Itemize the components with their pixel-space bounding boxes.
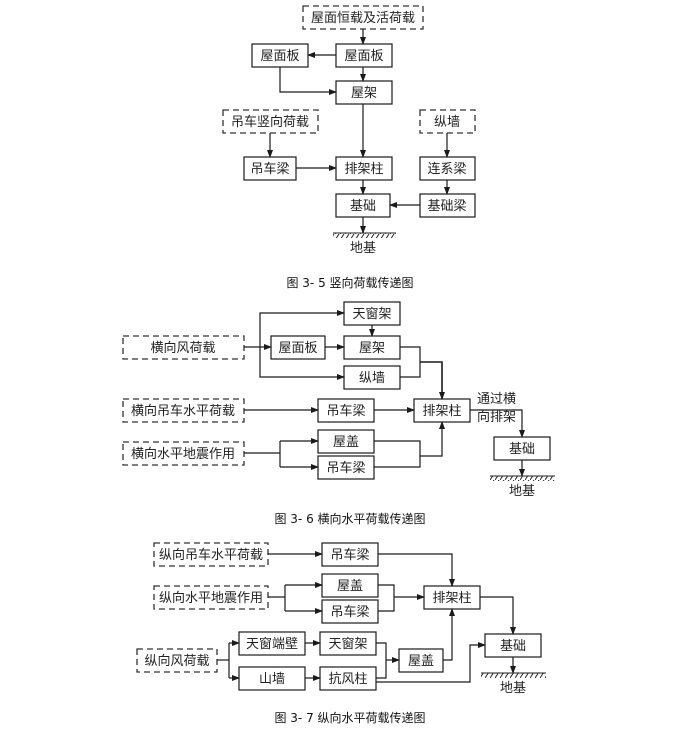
svg-text:屋面恒载及活荷载: 屋面恒载及活荷载 [311,11,415,26]
node-transverse-crane-load: 横向吊车水平荷载 [122,398,245,423]
node-roof-slab-left: 屋面板 [251,43,309,68]
svg-text:抗风柱: 抗风柱 [328,672,367,687]
subgrade-label: 地基 [350,241,376,256]
svg-text:基础: 基础 [509,442,535,457]
ground-symbol [333,232,396,238]
figure-caption: 图 3- 5 竖向荷载传递图 [286,275,413,290]
node-transverse-seismic: 横向水平地震作用 [122,441,245,466]
node-foundation: 基础 [484,633,542,658]
node-roof-slab: 屋面板 [335,43,393,68]
figure-transverse-horizontal-load: 横向风荷载 天窗架 屋面板 屋架 纵墙 横向吊车水平荷载 吊车梁 排架柱 [122,301,555,526]
connectors [217,551,516,683]
svg-text:纵向水平地震作用: 纵向水平地震作用 [159,590,263,606]
ground-symbol [490,475,555,481]
node-roof-truss: 屋架 [335,80,393,105]
node-bent-column: 排架柱 [335,156,393,181]
node-foundation: 基础 [335,193,391,218]
svg-text:排架柱: 排架柱 [422,404,461,419]
svg-text:屋盖: 屋盖 [337,579,363,594]
node-roof-cover-1: 屋盖 [321,573,379,598]
node-skylight-end-wall: 天窗端壁 [238,631,306,656]
node-skylight-frame: 天窗架 [319,631,377,656]
svg-text:吊车梁: 吊车梁 [250,161,289,177]
svg-text:纵向风荷载: 纵向风荷载 [144,653,209,669]
node-foundation-beam: 基础梁 [419,193,476,218]
svg-text:天窗架: 天窗架 [328,636,367,652]
svg-text:山墙: 山墙 [259,672,285,687]
node-crane-beam-2: 吊车梁 [321,599,379,624]
node-bent-column: 排架柱 [423,585,481,610]
node-foundation: 基础 [493,436,551,461]
svg-text:屋盖: 屋盖 [333,435,359,450]
node-longitudinal-wind: 纵向风荷载 [136,648,218,673]
svg-text:屋盖: 屋盖 [408,654,434,669]
svg-text:横向水平地震作用: 横向水平地震作用 [131,446,235,462]
svg-text:连系梁: 连系梁 [427,161,466,177]
svg-text:屋架: 屋架 [351,86,377,101]
node-crane-vertical-load: 吊车竖向荷载 [222,109,319,134]
connectors [267,29,450,234]
svg-text:吊车梁: 吊车梁 [326,403,365,419]
node-longitudinal-crane-load: 纵向吊车水平荷载 [153,542,269,567]
svg-text:纵向吊车水平荷载: 纵向吊车水平荷载 [159,547,263,563]
subgrade-label: 地基 [500,681,526,696]
node-tie-beam: 连系梁 [419,156,476,181]
node-crane-beam-1: 吊车梁 [321,542,379,567]
node-longitudinal-seismic: 纵向水平地震作用 [153,585,269,610]
svg-text:排架柱: 排架柱 [344,162,383,177]
svg-text:基础: 基础 [500,639,526,654]
figure-vertical-load: 屋面恒载及活荷载 屋面板 屋面板 屋架 吊车竖向荷载 纵墙 吊车梁 排架柱 [222,5,476,290]
node-bent-column: 排架柱 [413,398,471,423]
node-transverse-wind: 横向风荷载 [122,335,245,360]
node-roof-cover: 屋盖 [317,429,375,454]
svg-text:排架柱: 排架柱 [432,591,471,606]
figure-caption: 图 3- 7 纵向水平荷载传递图 [274,710,425,725]
svg-text:基础梁: 基础梁 [427,199,466,214]
node-crane-beam-1: 吊车梁 [317,398,375,423]
svg-text:基础: 基础 [350,199,376,214]
svg-text:屋面板: 屋面板 [278,341,317,356]
svg-text:纵墙: 纵墙 [434,115,460,130]
node-crane-beam: 吊车梁 [243,156,297,181]
svg-text:纵墙: 纵墙 [359,371,385,386]
svg-text:横向风荷载: 横向风荷载 [150,340,215,356]
svg-text:吊车梁: 吊车梁 [326,460,365,476]
subgrade-label: 地基 [509,484,535,499]
via-transverse-bent-label-2: 向排架 [477,409,516,425]
svg-text:天窗架: 天窗架 [352,306,391,322]
node-gable-wall: 山墙 [238,666,306,691]
figure-longitudinal-horizontal-load: 纵向吊车水平荷载 吊车梁 纵向水平地震作用 屋盖 吊车梁 排架柱 纵向风荷载 [136,542,546,725]
connectors [244,310,525,477]
node-roof-cover-2: 屋盖 [398,648,444,673]
node-longitudinal-wall: 纵墙 [343,365,401,390]
node-longitudinal-wall: 纵墙 [419,109,476,134]
node-roof-slab: 屋面板 [270,335,326,360]
via-transverse-bent-label-1: 通过横 [477,392,516,407]
node-wind-column: 抗风柱 [319,666,377,691]
node-skylight-frame: 天窗架 [343,301,401,326]
svg-text:吊车梁: 吊车梁 [330,547,369,563]
svg-text:吊车竖向荷载: 吊车竖向荷载 [231,114,309,130]
svg-text:吊车梁: 吊车梁 [330,604,369,620]
svg-text:屋面板: 屋面板 [260,49,299,64]
figure-caption: 图 3- 6 横向水平荷载传递图 [274,511,425,526]
node-roof-truss: 屋架 [343,335,401,360]
svg-text:屋面板: 屋面板 [344,49,383,64]
ground-symbol [481,672,546,678]
svg-text:天窗端壁: 天窗端壁 [246,636,298,652]
node-crane-beam-2: 吊车梁 [317,455,375,480]
svg-text:横向吊车水平荷载: 横向吊车水平荷载 [131,403,235,419]
node-roof-load: 屋面恒载及活荷载 [302,5,424,30]
svg-text:屋架: 屋架 [359,341,385,356]
